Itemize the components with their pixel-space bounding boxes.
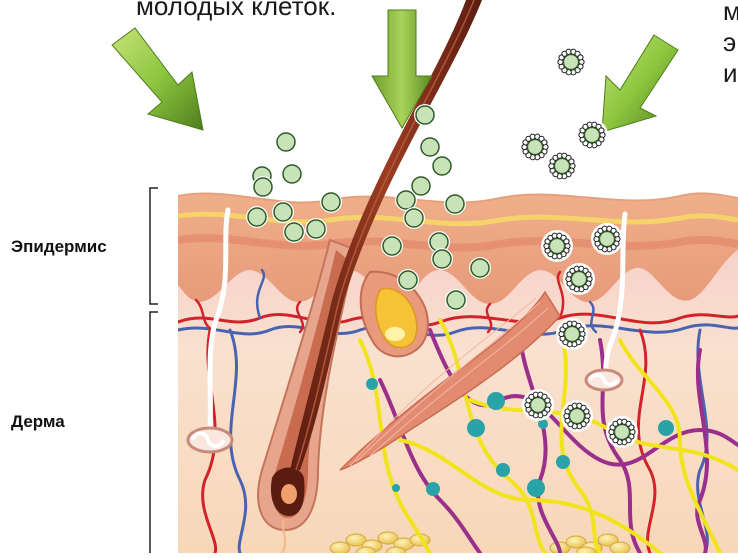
particle-icon (561, 400, 593, 432)
lymph-node (392, 484, 400, 492)
lymph-node (658, 420, 674, 436)
epidermis-label: Эпидермис (11, 237, 107, 257)
dermis-layer (178, 190, 738, 553)
cell-icon (320, 191, 342, 213)
particle-icon (555, 46, 587, 78)
cell-icon (305, 218, 327, 240)
particle-icon (519, 131, 551, 163)
lymph-node (556, 455, 570, 469)
particle-icon (546, 150, 578, 182)
particle-icon (576, 119, 608, 151)
cell-icon (281, 163, 303, 185)
caption-right-line: э (723, 27, 738, 58)
particle-icon (606, 416, 638, 448)
cell-icon (246, 206, 268, 228)
cell-icon (419, 136, 441, 158)
particle-icon (541, 230, 573, 262)
lymph-node (527, 479, 545, 497)
caption-left: молодых клеток. (136, 0, 336, 22)
particle-icon (591, 223, 623, 255)
dermis-label: Дерма (11, 412, 65, 432)
layer-brackets (150, 188, 158, 553)
lymph-node (467, 419, 485, 437)
cell-icon (252, 176, 274, 198)
down-arrow-icon (602, 35, 678, 132)
cell-icon (431, 248, 453, 270)
cell-icon (469, 257, 491, 279)
particle-icon (522, 389, 554, 421)
caption-right-line: и (723, 58, 738, 89)
particle-icon (556, 318, 588, 350)
down-arrow-icon (112, 28, 203, 130)
dermis-bracket (150, 312, 158, 553)
cell-icon (431, 155, 453, 177)
cell-icon (397, 269, 419, 291)
lymph-node (487, 392, 505, 410)
cell-icon (414, 104, 436, 126)
lymph-node (366, 378, 378, 390)
cell-icon (381, 235, 403, 257)
fat-cell (610, 542, 630, 553)
lymph-node (496, 463, 510, 477)
caption-right: м э и (723, 0, 738, 89)
epidermis-bracket (150, 188, 158, 304)
cell-icon (444, 193, 466, 215)
cell-icon (275, 131, 297, 153)
cell-icon (283, 221, 305, 243)
caption-right-line: м (723, 0, 738, 27)
cell-icon (272, 201, 294, 223)
dermal-papilla (281, 484, 297, 504)
cell-icon (403, 207, 425, 229)
lymph-node (426, 482, 440, 496)
fat-cell (330, 542, 350, 553)
cell-icon (445, 289, 467, 311)
particle-icon (563, 263, 595, 295)
